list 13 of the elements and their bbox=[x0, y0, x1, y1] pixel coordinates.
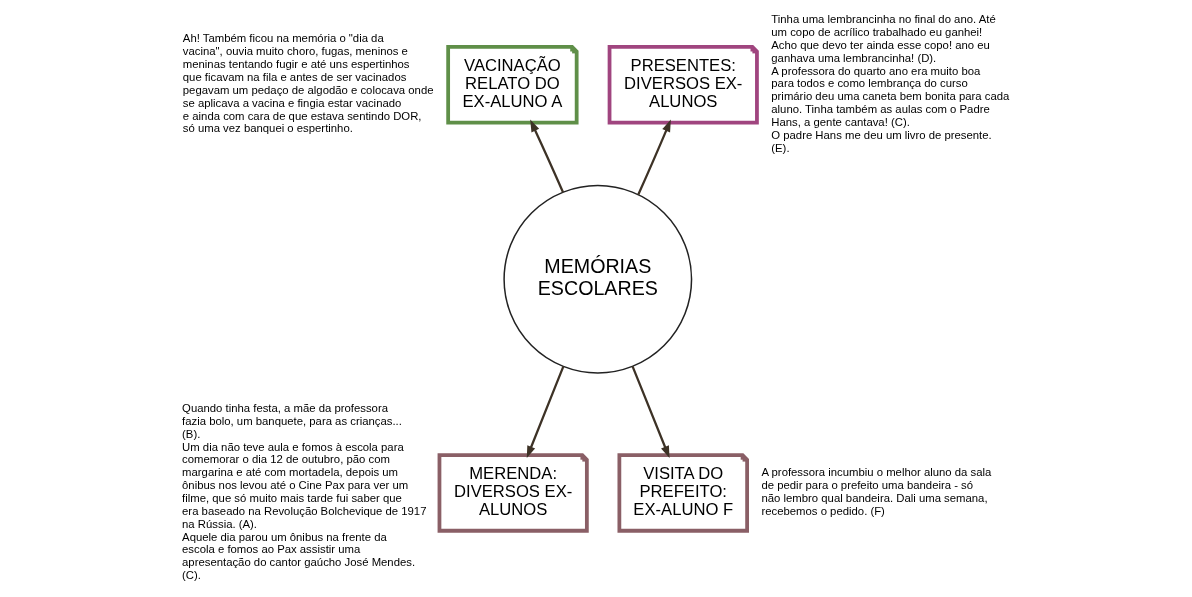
node-label: Ah! Também ficou na memória o "dia da vacina", ouvia muito choro, fugas, meninos e meninas tentando fugir e até uns espertinhos que ficavam na fila e antes de ser vacinados pegavam um pedaço de algodão e colocava onde se aplicava a vacina e fingia estar vacinado e ainda com cara de que estava sentindo DOR, só uma vez banquei o espertinho. bbox=[182, 32, 433, 135]
arrow bbox=[526, 365, 564, 459]
arrow bbox=[529, 119, 564, 193]
node-label: Aquele dia parou um ônibus na frente da escola e fomos ao Pax assistir uma apresentação do cantor gaúcho José Mendes. (C). bbox=[181, 530, 415, 582]
arrow bbox=[631, 365, 669, 459]
node-label: A professora incumbiu o melhor aluno da sala de pedir para o prefeito uma bandeira - só não lembro qual bandeira. Dali uma semana, recebemos o pedido. (F) bbox=[760, 466, 991, 517]
node-label: O padre Hans me deu um livro de presente. (E). bbox=[770, 128, 992, 154]
node-label: A professora do quarto ano era muito boa para todos e como lembrança do curso primário deu uma caneta bem bonita para cada aluno. Tinha também as aulas com o Padre Hans, a gente cantava! (C). bbox=[770, 64, 1009, 128]
node-label: Quando tinha festa, a mãe da professora fazia bolo, um banquete, para as crianças... (B). bbox=[181, 402, 402, 440]
node-circle: MEMÓRIAS ESCOLARES bbox=[502, 184, 692, 374]
arrow bbox=[636, 119, 671, 196]
node-label: Um dia não teve aula e fomos à escola para comemorar o dia 12 de outubro, pão com margarina e até com mortadela, depois um ônibus nos levou até o Cine Pax para ver um filme, que só muito mais tarde fui saber que era baseado na Revolução Bolchevique de 1917 na Rússia. (A). bbox=[181, 440, 426, 530]
node-label: Tinha uma lembrancinha no final do ano. Até um copo de acrílico trabalhado eu ganhei! Acho que devo ter ainda esse copo! ano eu ganhava uma lembrancinha! (D). bbox=[770, 13, 996, 64]
